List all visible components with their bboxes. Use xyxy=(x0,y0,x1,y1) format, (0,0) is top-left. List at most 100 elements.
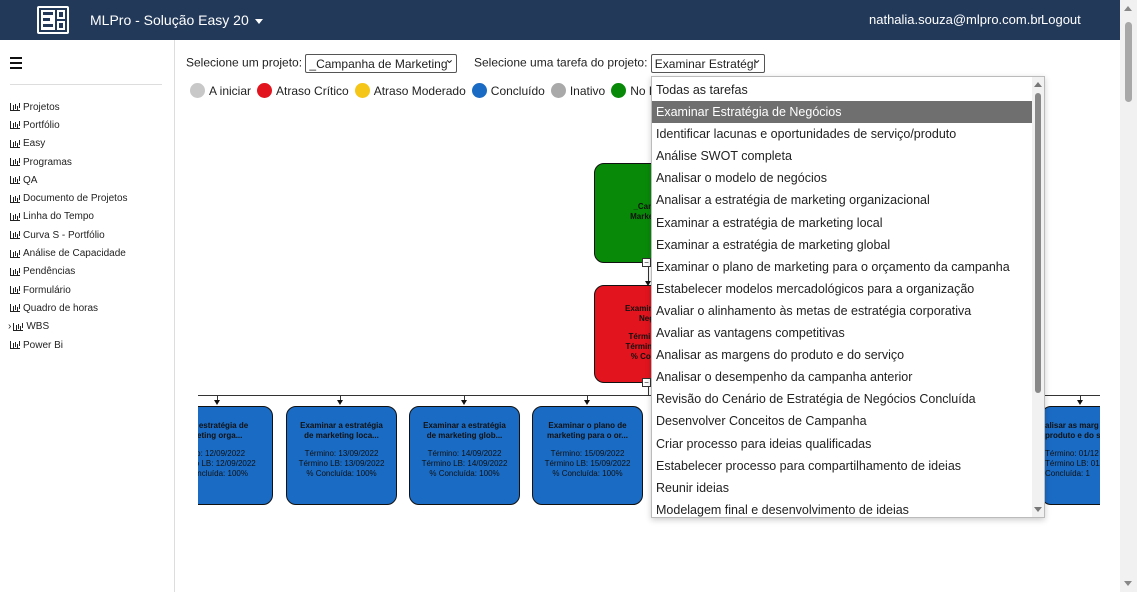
app-title-dropdown[interactable]: MLPro - Solução Easy 20 xyxy=(90,12,263,28)
caret-down-icon xyxy=(254,18,263,24)
bar-chart-icon xyxy=(10,341,20,349)
legend-item-inativo: Inativo xyxy=(550,83,605,98)
dropdown-option[interactable]: Desenvolver Conceitos de Campanha xyxy=(656,414,867,429)
app-logo-icon[interactable] xyxy=(37,6,69,34)
dropdown-option-selected[interactable]: Examinar Estratégia de Negócios xyxy=(652,101,1032,124)
logout-link[interactable]: Logout xyxy=(1041,12,1081,27)
chevron-right-icon: › xyxy=(8,321,12,333)
dropdown-option[interactable]: Examinar a estratégia de marketing globa… xyxy=(656,237,891,252)
dropdown-option[interactable]: Revisão do Cenário de Estratégia de Negó… xyxy=(656,392,976,407)
bar-chart-icon xyxy=(10,158,20,167)
sidebar-item-portfolio[interactable]: Portfólio xyxy=(10,116,128,134)
dropdown-option[interactable]: Criar processo para ideias qualificadas xyxy=(656,436,872,451)
project-selector-group: Selecione um projeto: _Campanha de Marke… xyxy=(186,54,458,73)
scroll-down-icon[interactable] xyxy=(1034,507,1042,512)
legend-item-a-iniciar: A iniciar xyxy=(190,83,251,98)
user-email[interactable]: nathalia.souza@mlpro.com.br xyxy=(869,12,1042,27)
bar-chart-icon xyxy=(10,212,20,221)
dropdown-option[interactable]: Análise SWOT completa xyxy=(656,149,792,164)
status-dot-icon xyxy=(611,83,627,98)
sidebar-item-curva-s[interactable]: Curva S - Portfólio xyxy=(10,226,128,244)
sidebar: Projetos Portfólio Easy Programas QA Doc… xyxy=(0,40,175,592)
connector-line xyxy=(217,395,218,401)
collapse-toggle-icon[interactable]: − xyxy=(642,258,651,267)
legend-item-atraso-moderado: Atraso Moderado xyxy=(354,83,466,98)
connector-line xyxy=(1080,395,1081,401)
task-select[interactable]: Examinar Estratégi xyxy=(650,54,765,73)
dropdown-option[interactable]: Analisar a estratégia de marketing organ… xyxy=(656,193,930,208)
page-scrollbar[interactable] xyxy=(1120,0,1137,592)
bar-chart-icon xyxy=(13,322,24,331)
sidebar-item-easy[interactable]: Easy xyxy=(10,135,128,153)
bar-chart-icon xyxy=(10,139,20,148)
project-select[interactable]: _Campanha de Marketing xyxy=(305,54,458,73)
dropdown-option[interactable]: Examinar a estratégia de marketing local xyxy=(656,215,883,230)
scroll-up-icon[interactable] xyxy=(1124,6,1132,11)
sidebar-item-pendencias[interactable]: Pendências xyxy=(10,263,128,281)
dropdown-option[interactable]: Examinar o plano de marketing para o orç… xyxy=(656,259,1010,274)
bar-chart-icon xyxy=(10,286,20,295)
dropdown-option[interactable]: Estabelecer modelos mercadológicos para … xyxy=(656,281,975,296)
wbs-node-child[interactable]: r a estratégia de keting orga... ino: 12… xyxy=(198,406,273,505)
sidebar-item-formulario[interactable]: Formulário xyxy=(10,281,128,299)
connector-line xyxy=(198,395,1100,396)
dropdown-option[interactable]: Todas as tarefas xyxy=(656,83,748,97)
connector-line xyxy=(648,267,649,283)
dropdown-option[interactable]: Avaliar as vantagens competitivas xyxy=(656,326,845,341)
dropdown-scrollbar[interactable] xyxy=(1032,77,1044,517)
arrow-down-icon xyxy=(584,400,590,405)
sidebar-item-qa[interactable]: QA xyxy=(10,171,128,189)
sidebar-item-documento-de-projetos[interactable]: Documento de Projetos xyxy=(10,189,128,207)
wbs-node-child[interactable]: Examinar o plano de marketing para o or.… xyxy=(532,406,643,505)
dropdown-option[interactable]: Identificar lacunas e oportunidades de s… xyxy=(656,127,957,142)
dropdown-option[interactable]: Analisar o desempenho da campanha anteri… xyxy=(656,370,913,385)
dropdown-option[interactable]: Modelagem final e desenvolvimento de ide… xyxy=(656,502,909,517)
legend-item-concluido: Concluído xyxy=(471,83,545,98)
arrow-down-icon xyxy=(645,281,651,286)
sidebar-item-projetos[interactable]: Projetos xyxy=(10,98,128,116)
sidebar-menu: Projetos Portfólio Easy Programas QA Doc… xyxy=(8,98,128,354)
connector-line xyxy=(587,395,588,401)
bar-chart-icon xyxy=(10,231,20,240)
scrollbar-thumb[interactable] xyxy=(1125,22,1132,102)
bar-chart-icon xyxy=(10,267,20,276)
bar-chart-icon xyxy=(10,176,20,185)
sidebar-divider xyxy=(10,84,162,85)
status-dot-icon xyxy=(190,83,205,98)
arrow-down-icon xyxy=(461,400,467,405)
wbs-node-child[interactable]: Examinar a estratégia de marketing loca.… xyxy=(286,406,397,505)
legend-item-atraso-critico: Atraso Crítico xyxy=(257,83,349,98)
connector-line xyxy=(464,395,465,401)
status-dot-icon xyxy=(550,83,566,98)
sidebar-item-linha-do-tempo[interactable]: Linha do Tempo xyxy=(10,208,128,226)
bar-chart-icon xyxy=(10,304,20,313)
collapse-toggle-icon[interactable]: − xyxy=(642,378,651,387)
wbs-node-child[interactable]: alisar as marg produto e do s Término: 0… xyxy=(1041,406,1100,505)
scroll-up-icon[interactable] xyxy=(1034,82,1042,87)
task-selector-group: Selecione uma tarefa do projeto: Examina… xyxy=(474,54,765,73)
sidebar-item-analise-de-capacidade[interactable]: Análise de Capacidade xyxy=(10,244,128,262)
sidebar-item-wbs[interactable]: ›WBS xyxy=(8,321,50,333)
connector-line xyxy=(648,387,649,395)
status-legend: A iniciar Atraso Crítico Atraso Moderado… xyxy=(190,83,663,98)
task-dropdown-list[interactable]: Todas as tarefas Examinar Estratégia de … xyxy=(651,76,1045,518)
bar-chart-icon xyxy=(10,121,20,130)
bar-chart-icon xyxy=(10,249,20,258)
arrow-down-icon xyxy=(214,400,220,405)
dropdown-option[interactable]: Reunir ideias xyxy=(656,480,729,495)
dropdown-option[interactable]: Estabelecer processo para compartilhamen… xyxy=(656,458,962,473)
wbs-node-child[interactable]: Examinar a estratégia de marketing glob.… xyxy=(409,406,520,505)
sidebar-item-quadro-de-horas[interactable]: Quadro de horas xyxy=(10,299,128,317)
status-dot-icon xyxy=(257,83,273,98)
arrow-down-icon xyxy=(1077,400,1083,405)
dropdown-option[interactable]: Analisar as margens do produto e do serv… xyxy=(656,348,905,363)
sidebar-item-programas[interactable]: Programas xyxy=(10,153,128,171)
dropdown-option[interactable]: Avaliar o alinhamento às metas de estrat… xyxy=(656,303,972,318)
scroll-down-icon[interactable] xyxy=(1124,581,1132,586)
scrollbar-thumb[interactable] xyxy=(1035,93,1041,393)
project-select-label: Selecione um projeto: xyxy=(186,55,303,70)
hamburger-menu-icon[interactable] xyxy=(10,57,22,72)
sidebar-item-power-bi[interactable]: Power Bi xyxy=(10,336,128,354)
legend-item-no-prazo: No P xyxy=(611,83,657,98)
dropdown-option[interactable]: Analisar o modelo de negócios xyxy=(656,171,827,186)
